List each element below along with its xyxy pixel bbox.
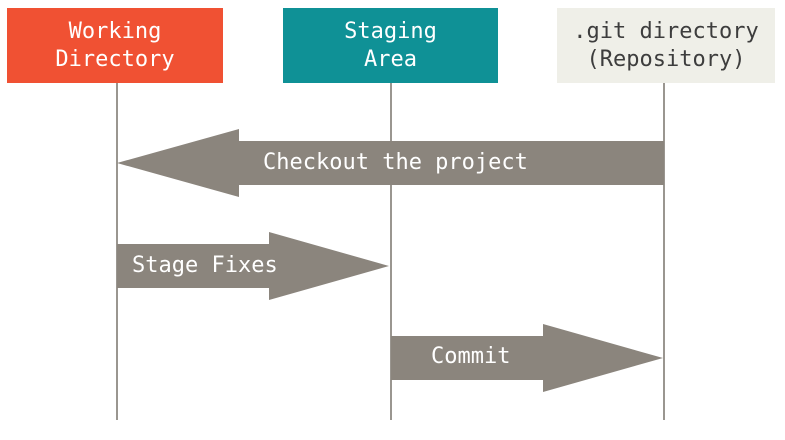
git-directory-label-line1: .git directory <box>573 18 759 44</box>
commit-arrow <box>391 324 663 392</box>
staging-area-label-line2: Area <box>364 46 417 72</box>
git-directory-lifeline <box>663 83 665 420</box>
git-directory-box: .git directory (Repository) <box>557 8 775 83</box>
commit-arrow-label: Commit <box>431 344 511 369</box>
stage-fixes-arrow-label: Stage Fixes <box>132 253 278 278</box>
checkout-arrow-label: Checkout the project <box>263 150 528 175</box>
working-directory-label-line2: Directory <box>55 46 175 72</box>
git-directory-label-line2: (Repository) <box>586 46 746 72</box>
stage-fixes-arrow <box>117 232 389 300</box>
staging-area-box: Staging Area <box>283 8 498 83</box>
staging-area-lifeline <box>390 83 392 420</box>
staging-area-label-line1: Staging <box>344 18 437 44</box>
checkout-arrow <box>117 129 664 197</box>
working-directory-box: Working Directory <box>7 8 223 83</box>
working-directory-label-line1: Working <box>68 18 162 44</box>
